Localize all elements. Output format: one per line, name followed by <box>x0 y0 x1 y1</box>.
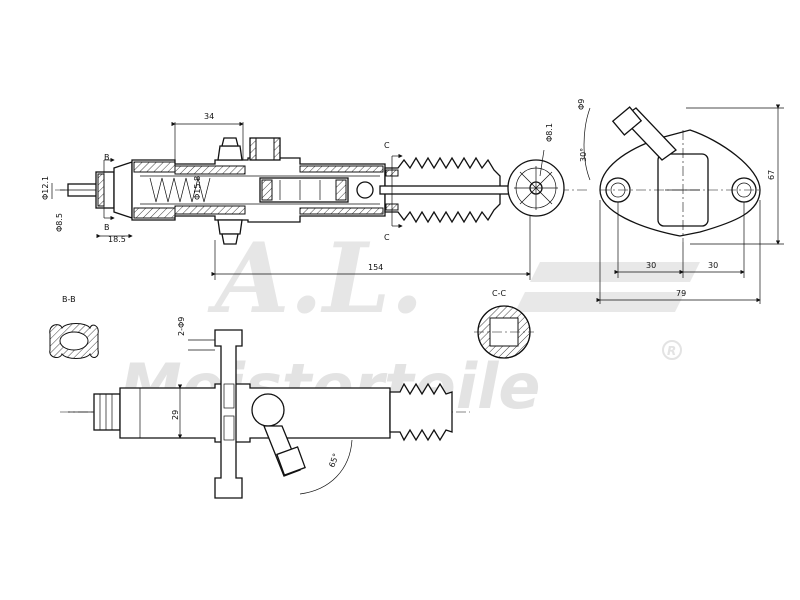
dim-phi9-top: Φ9 <box>577 99 586 110</box>
dim-angle-65: 65° <box>327 452 340 468</box>
inlet-nipple <box>60 161 133 219</box>
dim-79: 79 <box>676 289 686 298</box>
reservoir-port <box>217 137 281 245</box>
dim-154: 154 <box>368 263 383 272</box>
cylinder-body <box>131 157 386 223</box>
section-b-b: B-B <box>49 295 99 359</box>
dim-2-phi9: 2-Φ9 <box>177 317 186 336</box>
dim-30-right: 30 <box>708 261 718 270</box>
dim-67: 67 <box>767 170 776 180</box>
dimensions-section-view: 34 Φ12.1 Φ8.5 18.5 Φ15.8 Φ8.1 154 <box>41 112 554 280</box>
dim-phi12-1: Φ12.1 <box>41 176 50 200</box>
watermark-registered: R <box>667 344 676 358</box>
dim-phi15-8: Φ15.8 <box>193 176 202 200</box>
section-view: B B C C 34 Φ12.1 Φ8.5 18.5 Φ15.8 <box>41 112 590 280</box>
watermark: A.L. Meisterteile R <box>120 222 700 423</box>
dim-30-left: 30 <box>646 261 656 270</box>
section-c-c-label: C-C <box>492 289 506 298</box>
dim-29: 29 <box>171 410 180 420</box>
exterior-view: 2-Φ9 29 65° <box>60 317 470 499</box>
marker-c-top: C <box>384 141 390 150</box>
dim-phi8-5: Φ8.5 <box>55 213 64 232</box>
section-c-c: C-C <box>474 289 534 359</box>
dimensions-flange-view: Φ9 30° 67 30 30 79 <box>577 99 784 304</box>
section-marker-c: C C <box>384 141 403 242</box>
push-rod <box>379 185 511 195</box>
section-b-b-label: B-B <box>62 295 76 304</box>
marker-c-bottom: C <box>384 233 390 242</box>
dimensions-exterior-view: 2-Φ9 29 65° <box>171 317 353 495</box>
watermark-initials: A.L. <box>207 222 424 335</box>
dim-phi8-1: Φ8.1 <box>545 123 554 142</box>
dim-34: 34 <box>204 112 214 121</box>
clevis-eye <box>507 159 565 217</box>
section-marker-b: B B <box>103 153 115 232</box>
watermark-logo-stripes-icon <box>515 262 700 312</box>
dim-angle-30: 30° <box>579 148 588 162</box>
marker-b-top: B <box>104 153 110 162</box>
dim-18-5: 18.5 <box>108 235 126 244</box>
flange-view: Φ9 30° 67 30 30 79 <box>577 99 784 304</box>
registered-mark-icon <box>662 340 682 360</box>
marker-b-bottom: B <box>104 223 110 232</box>
